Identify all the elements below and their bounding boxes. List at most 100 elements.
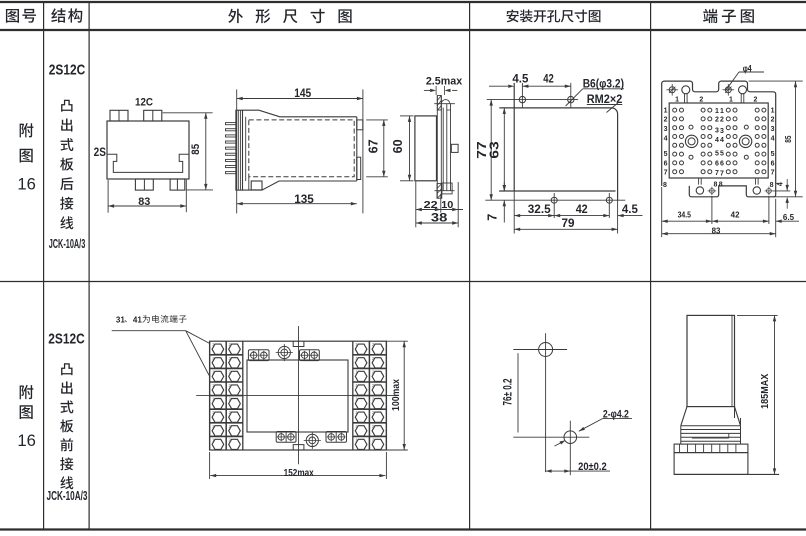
svg-text:2: 2 <box>229 342 232 347</box>
svg-text:2: 2 <box>720 117 724 124</box>
svg-text:2S12C: 2S12C <box>49 61 86 78</box>
svg-text:1: 1 <box>664 108 668 115</box>
svg-text:B6(φ3.2): B6(φ3.2) <box>583 76 624 90</box>
svg-text:1: 1 <box>771 108 775 115</box>
svg-text:1: 1 <box>355 437 358 442</box>
svg-text:12C: 12C <box>135 96 153 108</box>
svg-text:1: 1 <box>212 437 215 442</box>
svg-text:8: 8 <box>714 182 718 189</box>
svg-text:8: 8 <box>663 182 667 189</box>
svg-text:2S: 2S <box>94 145 106 159</box>
svg-text:1: 1 <box>355 383 358 388</box>
svg-text:32.5: 32.5 <box>528 202 551 216</box>
svg-text:1: 1 <box>212 342 215 347</box>
svg-text:20±0.2: 20±0.2 <box>578 461 607 473</box>
svg-text:6: 6 <box>720 161 724 168</box>
svg-text:135: 135 <box>294 192 314 206</box>
svg-text:7: 7 <box>715 170 719 177</box>
svg-text:185MAX: 185MAX <box>760 373 771 408</box>
svg-text:2-φ4.2: 2-φ4.2 <box>603 408 629 420</box>
svg-text:2: 2 <box>664 117 668 124</box>
svg-text:1: 1 <box>715 108 719 115</box>
svg-text:42: 42 <box>576 202 588 216</box>
svg-text:7: 7 <box>664 170 668 177</box>
svg-text:2: 2 <box>229 410 232 415</box>
svg-text:16: 16 <box>17 174 36 193</box>
svg-text:60: 60 <box>391 139 405 153</box>
svg-text:3: 3 <box>715 127 719 134</box>
svg-text:2S12C: 2S12C <box>48 330 85 347</box>
svg-text:6: 6 <box>664 161 668 168</box>
svg-text:85: 85 <box>783 135 793 142</box>
svg-text:2: 2 <box>372 356 375 361</box>
svg-text:83: 83 <box>712 226 721 235</box>
svg-text:6.5: 6.5 <box>783 213 795 222</box>
svg-text:4: 4 <box>664 136 668 143</box>
svg-text:41: 41 <box>133 314 142 324</box>
svg-text:5: 5 <box>664 151 668 158</box>
svg-text:79: 79 <box>562 216 575 230</box>
svg-text:83: 83 <box>138 196 150 208</box>
svg-text:6: 6 <box>715 161 719 168</box>
svg-text:1: 1 <box>212 369 215 374</box>
svg-text:4: 4 <box>775 182 784 186</box>
svg-text:2: 2 <box>372 410 375 415</box>
svg-text:67: 67 <box>367 139 381 153</box>
svg-text:1: 1 <box>355 369 358 374</box>
svg-text:4.5: 4.5 <box>622 202 638 216</box>
svg-text:4.5: 4.5 <box>512 71 528 85</box>
svg-text:1: 1 <box>729 97 733 104</box>
svg-text:2: 2 <box>229 383 232 388</box>
svg-text:145: 145 <box>294 86 311 100</box>
svg-text:2: 2 <box>715 117 719 124</box>
svg-text:34.5: 34.5 <box>678 211 692 220</box>
svg-text:JCK-10A/3: JCK-10A/3 <box>47 489 88 503</box>
svg-text:10: 10 <box>441 199 453 211</box>
svg-text:1: 1 <box>212 356 215 361</box>
svg-text:2: 2 <box>372 437 375 442</box>
svg-text:2: 2 <box>753 97 757 104</box>
svg-text:7: 7 <box>484 214 499 221</box>
svg-text:1: 1 <box>720 108 724 115</box>
svg-text:2: 2 <box>372 424 375 429</box>
svg-text:152max: 152max <box>284 467 314 479</box>
svg-text:φ4: φ4 <box>743 64 753 75</box>
svg-text:5: 5 <box>720 151 724 158</box>
svg-text:2.5max: 2.5max <box>426 76 463 88</box>
svg-text:2: 2 <box>372 397 375 402</box>
svg-text:4: 4 <box>720 137 724 144</box>
svg-text:8: 8 <box>770 182 774 189</box>
svg-text:2: 2 <box>771 117 775 124</box>
svg-text:2: 2 <box>229 397 232 402</box>
svg-text:1: 1 <box>355 410 358 415</box>
svg-text:31: 31 <box>116 314 125 324</box>
svg-text:3: 3 <box>664 126 668 133</box>
svg-text:RM2×2: RM2×2 <box>587 92 623 106</box>
svg-text:7: 7 <box>720 171 724 178</box>
svg-text:1: 1 <box>355 342 358 347</box>
svg-text:1: 1 <box>355 397 358 402</box>
svg-text:7: 7 <box>771 170 775 177</box>
svg-text:22: 22 <box>424 199 438 211</box>
svg-text:8: 8 <box>719 182 723 189</box>
svg-text:77: 77 <box>474 141 489 159</box>
svg-text:1: 1 <box>355 356 358 361</box>
svg-text:3: 3 <box>720 128 724 135</box>
svg-text:38: 38 <box>431 213 448 225</box>
svg-text:63: 63 <box>487 141 502 159</box>
svg-text:3: 3 <box>771 126 775 133</box>
svg-text:6: 6 <box>771 161 775 168</box>
svg-text:16: 16 <box>17 431 36 450</box>
svg-text:100max: 100max <box>391 379 402 411</box>
svg-text:2: 2 <box>699 97 703 104</box>
svg-text:42: 42 <box>543 71 554 85</box>
svg-text:5: 5 <box>715 151 719 158</box>
svg-text:1: 1 <box>212 397 215 402</box>
svg-text:85: 85 <box>190 144 202 155</box>
svg-text:1: 1 <box>212 383 215 388</box>
svg-text:4: 4 <box>771 136 775 143</box>
svg-text:1: 1 <box>212 410 215 415</box>
svg-text:2: 2 <box>229 356 232 361</box>
svg-text:42: 42 <box>731 211 740 220</box>
svg-text:2: 2 <box>372 383 375 388</box>
